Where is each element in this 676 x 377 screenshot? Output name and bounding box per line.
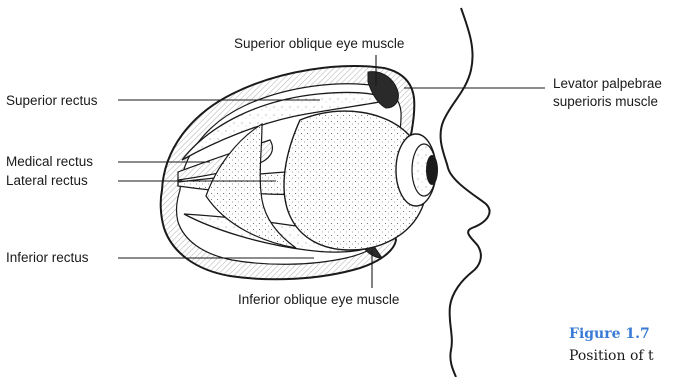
figure-number: Figure 1.7 (569, 326, 650, 342)
label-levator-line2: superioris muscle (553, 94, 658, 109)
label-lateral-rectus: Lateral rectus (6, 173, 88, 188)
label-medical-rectus: Medical rectus (6, 154, 93, 169)
figure-caption: Position of t (569, 348, 654, 364)
label-inferior-rectus: Inferior rectus (6, 250, 89, 265)
eyeball (284, 111, 438, 250)
label-superior-oblique: Superior oblique eye muscle (234, 36, 404, 51)
label-inferior-oblique: Inferior oblique eye muscle (238, 292, 399, 307)
face-profile-line (441, 8, 490, 377)
label-levator-line1: Levator palpebrae (553, 76, 662, 91)
label-superior-rectus: Superior rectus (6, 93, 98, 108)
pupil (426, 155, 438, 185)
